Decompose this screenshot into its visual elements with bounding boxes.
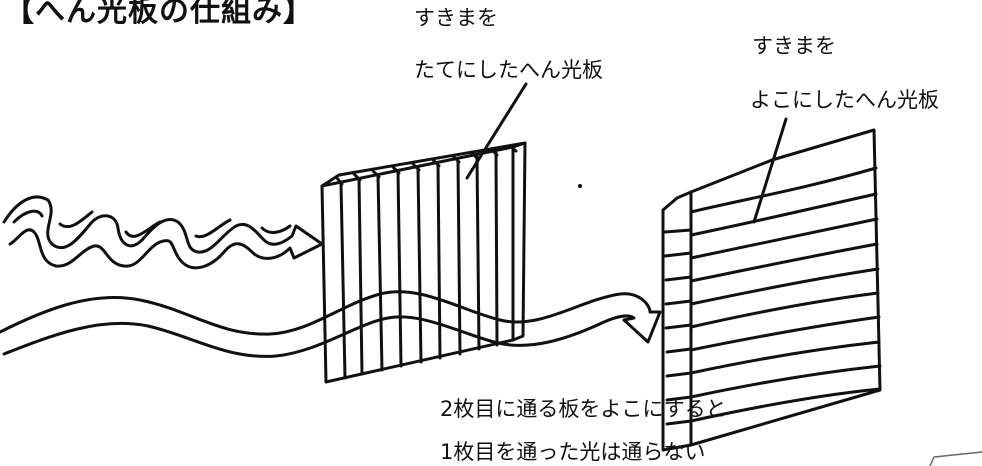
horizontal-polarizer-label-line1: すきまを xyxy=(752,34,836,58)
horizontal-polarizer-pointer xyxy=(752,117,788,224)
vertical-polarizer-label-line2: たてにしたへん光板 xyxy=(414,58,603,82)
incoming-light-wave xyxy=(2,195,324,270)
diagram-title: 【へん光板の仕組み】 xyxy=(4,0,314,29)
vertical-polarizer-label-line1: すきまを xyxy=(414,6,498,30)
polarized-light-ribbon xyxy=(0,290,662,358)
stray-dot xyxy=(578,184,582,188)
caption-line1: 2枚目に通る板をよこにすると xyxy=(440,397,727,421)
horizontal-polarizer-label-line2: よこにしたへん光板 xyxy=(750,88,939,112)
caption-line2: 1枚目を通った光は通らない xyxy=(440,440,706,464)
horizontal-polarizer xyxy=(661,128,882,452)
vertical-polarizer-pointer xyxy=(465,82,528,180)
vertical-polarizer xyxy=(320,141,527,384)
corner-mark xyxy=(929,451,982,466)
